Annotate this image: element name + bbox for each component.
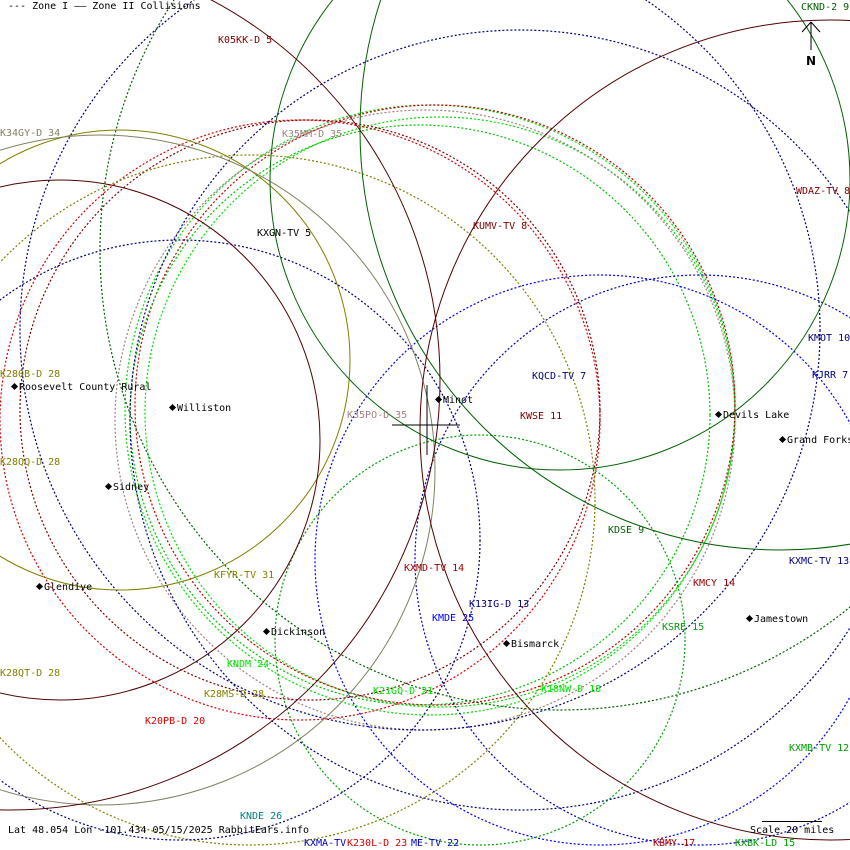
city-marker: Grand Forks xyxy=(778,435,850,446)
station-label[interactable]: KUMV-TV 8 xyxy=(473,221,528,232)
station-label[interactable]: KNDM 24 xyxy=(227,659,270,670)
station-label[interactable]: WDAZ-TV 8 xyxy=(796,186,850,197)
station-label[interactable]: KWSE 11 xyxy=(520,411,563,422)
station-label[interactable]: K280B-D 28 xyxy=(0,369,61,380)
city-dot-icon xyxy=(10,382,19,391)
city-dot-icon xyxy=(434,395,443,404)
station-label[interactable]: KJRR 7 xyxy=(812,370,849,381)
city-label: Sidney xyxy=(113,482,150,493)
station-label[interactable]: K35PO-D 35 xyxy=(347,410,408,421)
city-marker: Glendive xyxy=(35,582,93,593)
station-label[interactable]: KXMB-TV 12 xyxy=(789,743,850,754)
station-label[interactable]: KXBK-LD 15 xyxy=(735,838,796,849)
legend-zone1: --- Zone I xyxy=(8,1,69,12)
scale-label: Scale 20 miles xyxy=(750,825,835,836)
city-label: Minot xyxy=(443,395,474,406)
station-label[interactable]: K28QT-D 28 xyxy=(0,668,61,679)
north-arrow-icon xyxy=(801,21,821,50)
station-label[interactable]: KMCY 14 xyxy=(693,578,736,589)
station-label[interactable]: K230L-D 23 xyxy=(347,838,408,849)
city-marker: Dickinson xyxy=(262,627,326,638)
city-label: Grand Forks xyxy=(787,435,850,446)
station-label[interactable]: K13IG-D 13 xyxy=(469,599,530,610)
city-label: Bismarck xyxy=(511,639,560,650)
station-label[interactable]: K21GQ-D 21 xyxy=(373,686,434,697)
city-dot-icon xyxy=(502,639,511,648)
station-label[interactable]: KXMC-TV 13 xyxy=(789,556,850,567)
city-marker: Sidney xyxy=(104,482,150,493)
station-label[interactable]: K05KK-D 5 xyxy=(218,35,273,46)
station-label[interactable]: KNDE 26 xyxy=(240,811,283,822)
legend-zone2: —— Zone II xyxy=(74,1,135,12)
crosshair xyxy=(392,385,460,455)
station-label[interactable]: K20PB-D 20 xyxy=(145,716,206,727)
station-label[interactable]: K28QQ-D 28 xyxy=(0,457,61,468)
city-marker: Minot xyxy=(434,395,474,406)
station-label[interactable]: KXGN-TV 5 xyxy=(257,228,312,239)
station-label[interactable]: K35MM-D 35 xyxy=(282,129,343,140)
city-dot-icon xyxy=(778,435,787,444)
station-label[interactable]: ME-TV 22 xyxy=(411,838,460,849)
city-dot-icon xyxy=(35,582,44,591)
map-legend: --- Zone I —— Zone II Collisions xyxy=(8,1,201,12)
station-label[interactable]: K34GY-D 34 xyxy=(0,128,61,139)
station-label[interactable]: CKND-2 9 xyxy=(801,2,850,13)
city-dot-icon xyxy=(745,614,754,623)
city-label: Jamestown xyxy=(754,614,809,625)
city-dot-icon xyxy=(714,410,723,419)
station-label[interactable]: K18NW-D 18 xyxy=(541,684,602,695)
legend-collisions: Collisions xyxy=(140,1,201,12)
city-marker: Bismarck xyxy=(502,639,560,650)
city-label: Roosevelt County Rural xyxy=(19,382,152,393)
city-dot-icon xyxy=(104,482,113,491)
station-label[interactable]: KQCD-TV 7 xyxy=(532,371,587,382)
city-label: Devils Lake xyxy=(723,410,790,421)
station-label[interactable]: KDSE 9 xyxy=(608,525,645,536)
city-dot-icon xyxy=(168,403,177,412)
city-label: Dickinson xyxy=(271,627,326,638)
station-label[interactable]: KSRE 15 xyxy=(662,622,705,633)
station-label[interactable]: KMOT 10 xyxy=(808,333,850,344)
station-label[interactable]: KFYR-TV 31 xyxy=(214,570,275,581)
station-label[interactable]: KBMY 17 xyxy=(653,838,696,849)
city-marker: Roosevelt County Rural xyxy=(10,382,152,393)
city-label: Williston xyxy=(177,403,232,414)
station-label[interactable]: KXMD-TV 14 xyxy=(404,563,465,574)
scale-bar xyxy=(762,821,822,822)
station-label[interactable]: KXMA-TV xyxy=(304,838,347,849)
city-dot-icon xyxy=(262,627,271,636)
city-label: Glendive xyxy=(44,582,93,593)
station-label[interactable]: K28MS-D 28 xyxy=(204,689,265,700)
city-marker: Jamestown xyxy=(745,614,809,625)
north-label: N xyxy=(806,54,817,68)
station-label[interactable]: KMDE 25 xyxy=(432,613,475,624)
city-marker: Devils Lake xyxy=(714,410,790,421)
status-readout: Lat 48.054 Lon -101.434 05/15/2025 Rabbi… xyxy=(8,825,310,836)
city-marker: Williston xyxy=(168,403,232,414)
